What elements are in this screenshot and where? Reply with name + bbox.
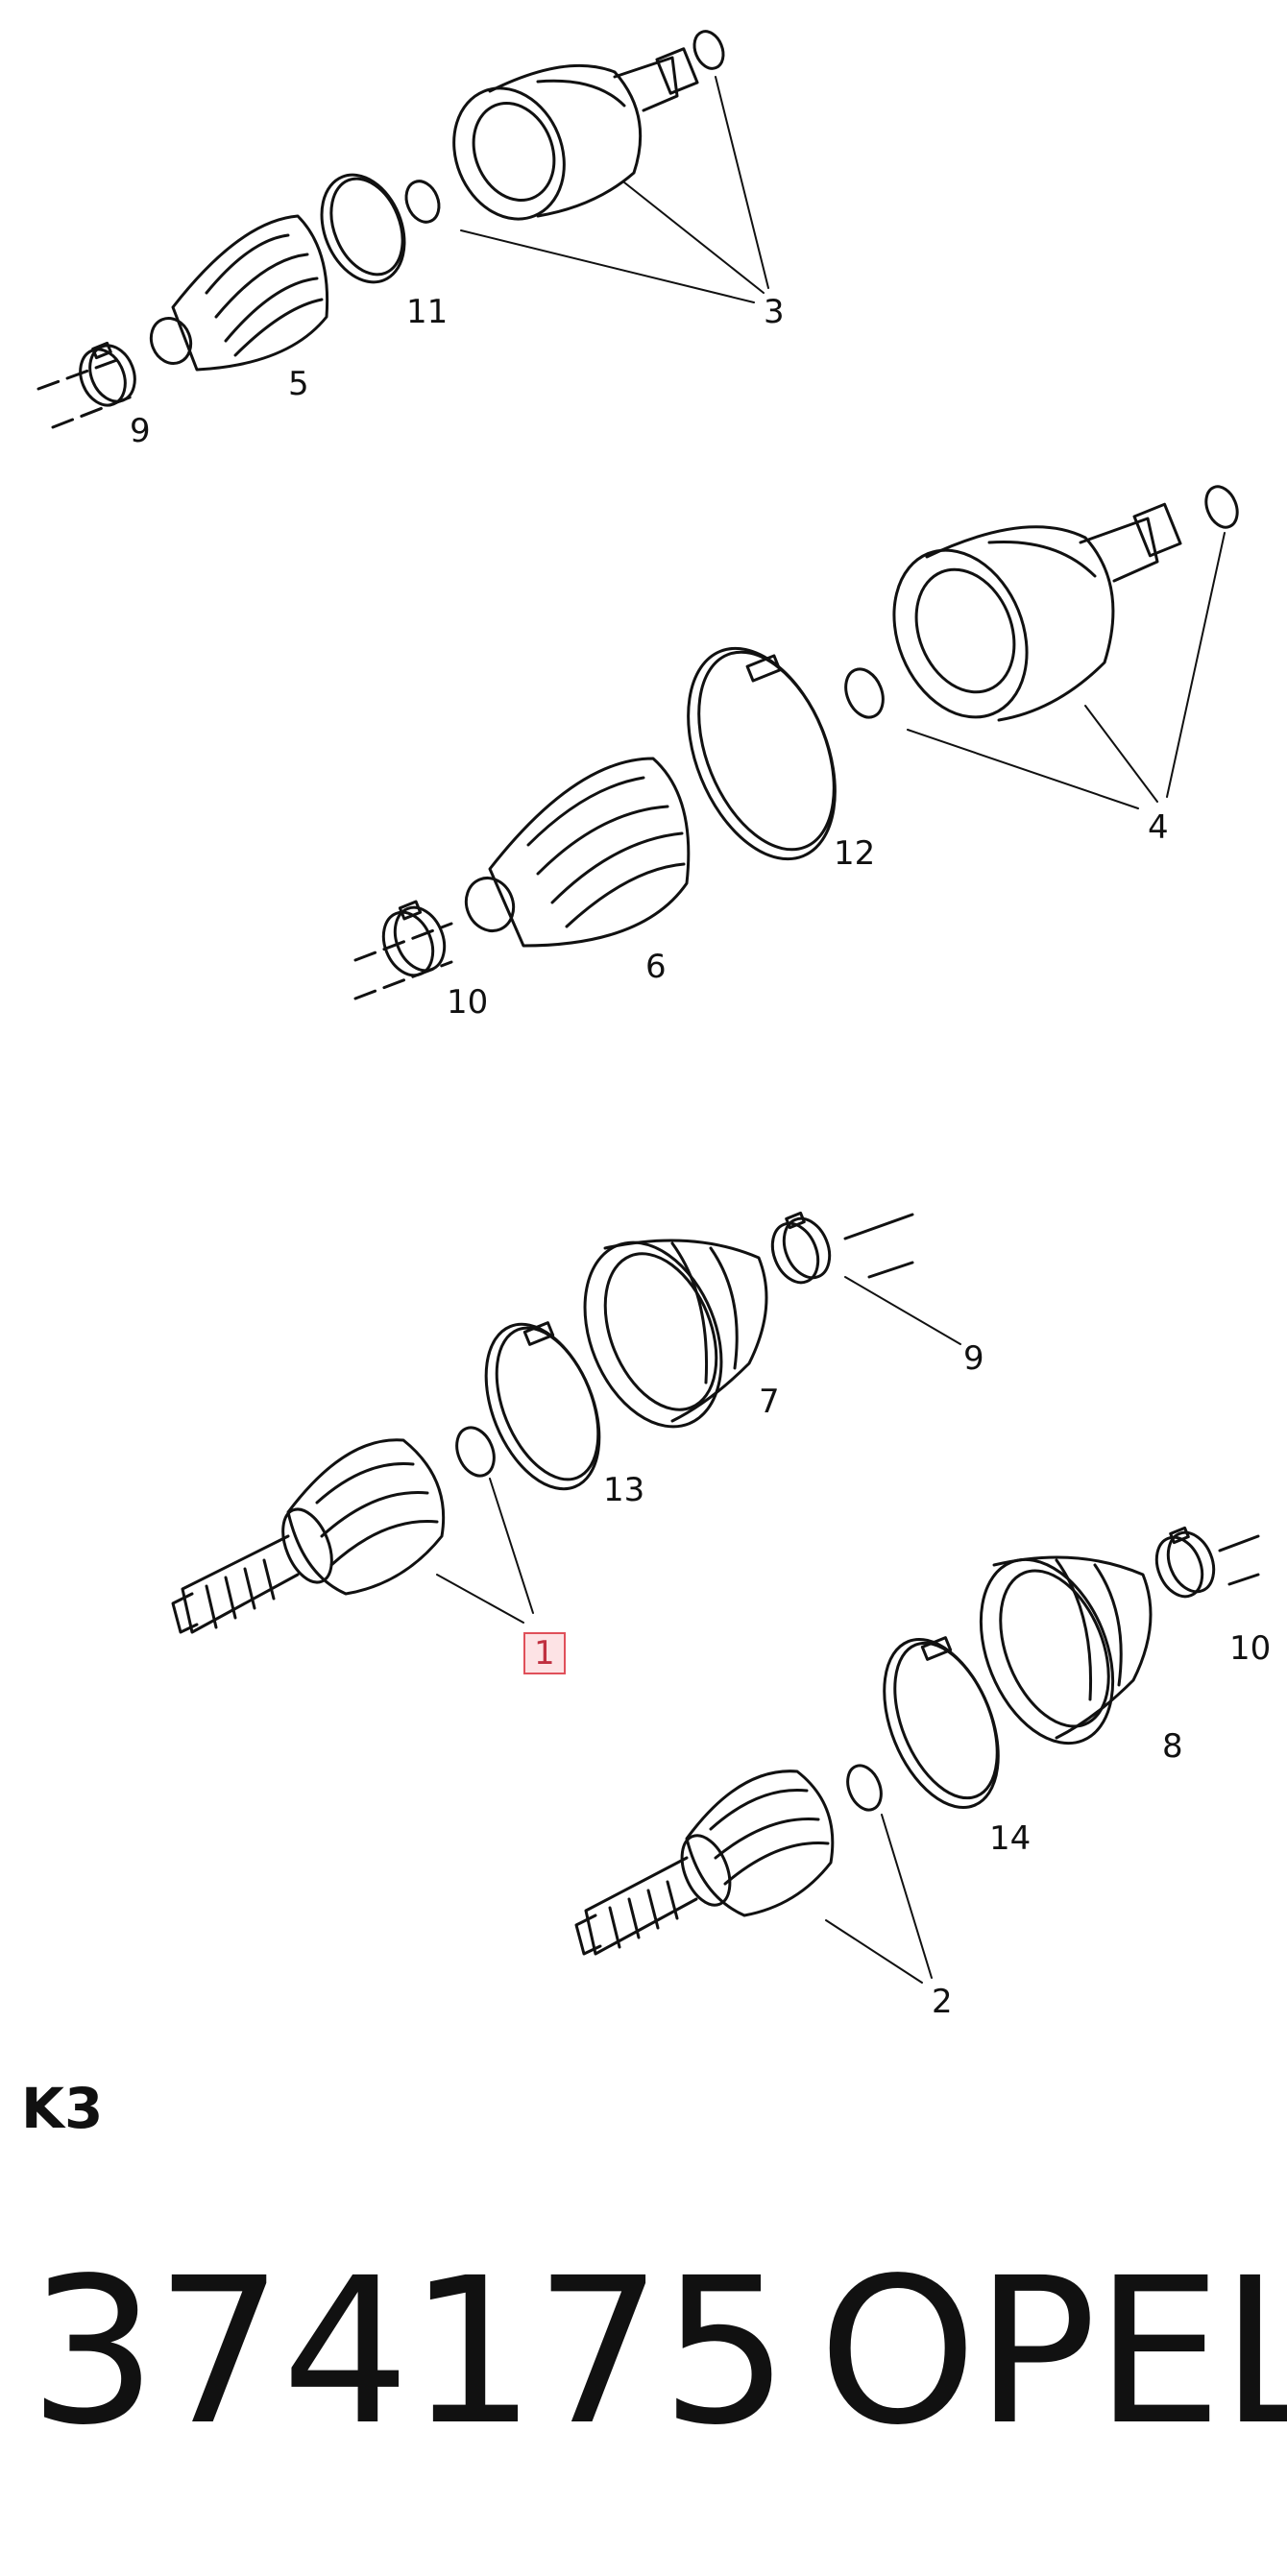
exploded-parts-diagram [36,30,1260,1984]
part-number: 374175 [29,2234,789,2469]
callout-label-9-lower: 9 [963,1339,984,1378]
callout-label-4: 4 [1148,808,1169,847]
band-clamp-part-12 [687,646,837,861]
assembly-b [353,485,1239,1000]
hose-clamp-part-10-lower [1154,1526,1216,1599]
callout-label-5: 5 [288,365,309,403]
band-clamp-part-14 [883,1636,1000,1809]
callout-label-7: 7 [759,1383,780,1421]
boot-part-5 [149,214,329,372]
callout-label-10-lower: 10 [1229,1629,1272,1668]
callout-label-9-top: 9 [130,412,151,450]
boot-part-8 [979,1555,1153,1745]
assembly-d [574,1526,1260,1956]
callout-label-8: 8 [1162,1727,1183,1766]
callout-label-13: 13 [603,1471,645,1509]
hose-clamp-part-9-lower [770,1211,832,1285]
cv-joint-part-2 [574,1769,835,1956]
callout-label-11: 11 [406,293,449,331]
callout-label-10-top: 10 [447,983,489,1022]
callout-label-2: 2 [932,1983,953,2021]
boot-part-7 [583,1239,768,1429]
band-clamp-part-13 [484,1321,601,1491]
cv-joint-part-1 [171,1438,446,1634]
section-code: K3 [21,2076,104,2141]
cv-joint-part-3 [452,30,725,221]
callout-label-14: 14 [989,1819,1032,1858]
cv-joint-part-4 [892,485,1239,722]
hose-clamp-part-10 [381,900,447,977]
assembly-c [171,1211,914,1634]
callout-label-3: 3 [764,293,785,331]
band-clamp-part-11 [320,173,406,284]
hose-clamp-part-9 [79,341,136,407]
boot-part-6 [464,757,691,948]
assembly-a [36,30,725,429]
callout-label-6: 6 [645,948,667,986]
callout-label-12: 12 [834,834,876,873]
brand-name: OPEL [818,2234,1287,2469]
callout-label-1[interactable]: 1 [523,1632,566,1674]
